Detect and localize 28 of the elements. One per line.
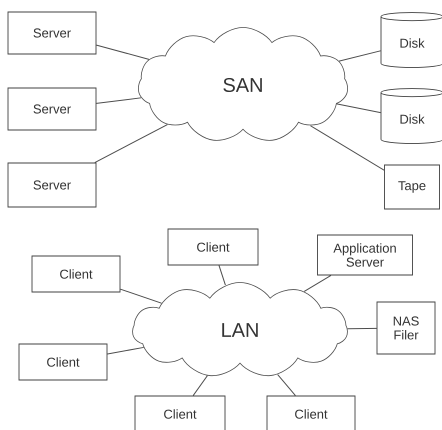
device-box: Tape: [384, 164, 440, 210]
connector-line: [96, 97, 142, 104]
connector-line: [347, 328, 378, 330]
connector-line: [304, 274, 332, 292]
device-box: Server: [8, 12, 96, 54]
device-box: Client: [32, 256, 120, 292]
connector-line: [192, 375, 208, 396]
disk-cylinder: Disk: [380, 12, 442, 68]
connector-line: [218, 264, 226, 286]
device-box: Application Server: [317, 234, 413, 276]
connector-line: [96, 44, 150, 60]
network-cloud: SAN: [138, 27, 348, 141]
connector-line: [336, 103, 382, 114]
device-box: Client: [18, 344, 108, 380]
device-box: NAS Filer: [376, 302, 436, 354]
device-box: Server: [8, 88, 96, 130]
device-box: Client: [266, 396, 356, 430]
connector-line: [106, 346, 144, 354]
network-cloud: LAN: [132, 282, 348, 376]
device-box: Client: [168, 228, 258, 266]
connector-line: [277, 374, 296, 396]
connector-line: [94, 124, 168, 164]
connector-line: [310, 125, 385, 171]
device-box: Server: [8, 162, 96, 208]
disk-cylinder: Disk: [380, 88, 442, 144]
connector-line: [120, 288, 162, 304]
connector-line: [338, 50, 382, 62]
device-box: Client: [134, 396, 226, 430]
